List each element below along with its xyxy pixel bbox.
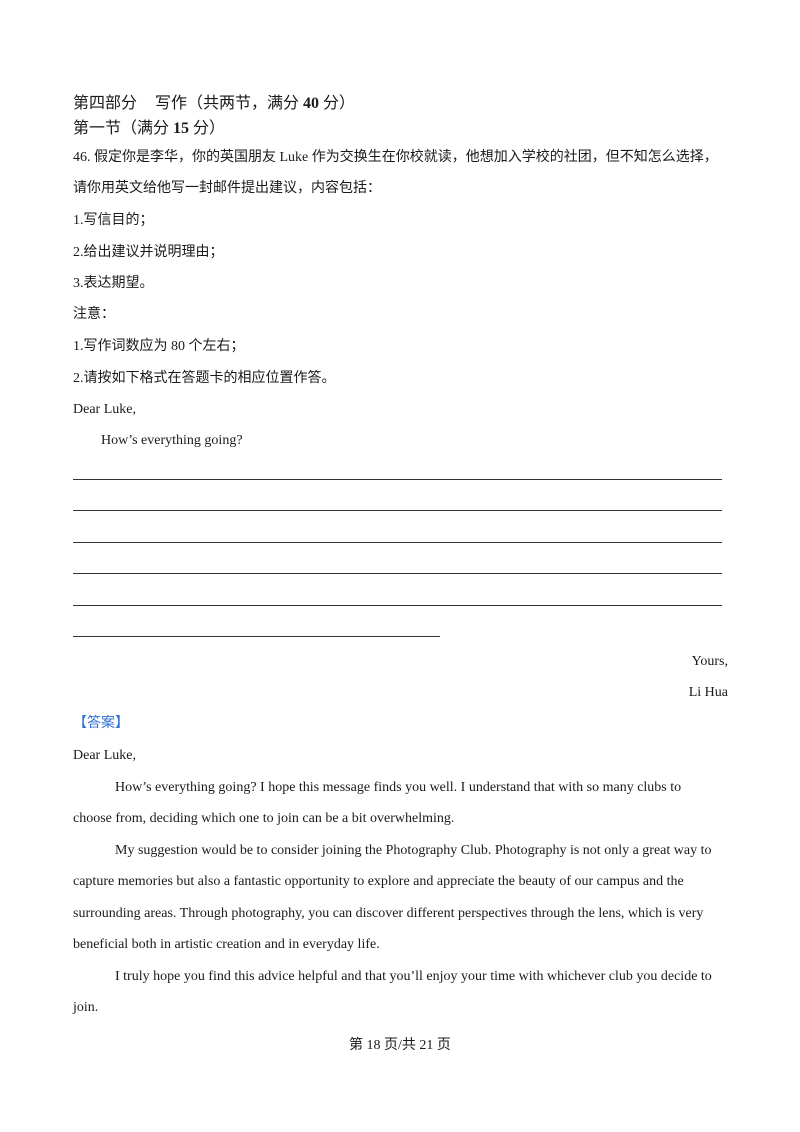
question-point-1: 1.写信目的； [73, 213, 154, 228]
writing-line [73, 542, 722, 543]
answer-line: join. [73, 1000, 99, 1015]
note-2: 2.请按如下格式在答题卡的相应位置作答。 [73, 371, 336, 386]
answer-line: How’s everything going? I hope this mess… [115, 780, 682, 795]
part-subtitle-suffix: 分） [319, 95, 356, 112]
letter-signature: Li Hua [688, 685, 728, 700]
answer-line: I truly hope you find this advice helpfu… [115, 969, 712, 984]
part-subtitle-score: 40 [303, 95, 320, 112]
page-number: 第 18 页/共 21 页 [349, 1038, 451, 1053]
answer-salutation: Dear Luke, [73, 748, 136, 763]
sub-title-prefix: 第一节（满分 [73, 120, 174, 137]
question-point-2: 2.给出建议并说明理由； [73, 245, 224, 260]
letter-closing: Yours, [691, 654, 728, 669]
writing-line [73, 605, 722, 606]
question-point-3: 3.表达期望。 [73, 276, 154, 291]
part-subtitle-prefix: 写作（共两节，满分 [155, 95, 304, 112]
part-title: 第四部分写作（共两节，满分 40 分） [73, 94, 355, 114]
answer-line: choose from, deciding which one to join … [73, 811, 455, 826]
writing-line [73, 573, 722, 574]
answer-tag: 【答案】 [73, 716, 129, 731]
part-title-label: 第四部分 [73, 95, 138, 112]
sub-title-suffix: 分） [189, 120, 226, 137]
question-line-1: 46. 假定你是李华，你的英国朋友 Luke 作为交换生在你校就读，他想加入学校… [73, 150, 718, 165]
answer-line: My suggestion would be to consider joini… [115, 843, 712, 858]
writing-line [73, 479, 722, 480]
writing-line-short [73, 636, 440, 637]
answer-line: surrounding areas. Through photography, … [73, 906, 704, 921]
note-label: 注意： [73, 307, 115, 322]
answer-line: capture memories but also a fantastic op… [73, 874, 684, 889]
sub-title: 第一节（满分 15 分） [73, 119, 225, 139]
writing-line [73, 510, 722, 511]
answer-line: beneficial both in artistic creation and… [73, 937, 380, 952]
letter-opening: How’s everything going? [101, 433, 243, 448]
note-1: 1.写作词数应为 80 个左右； [73, 339, 245, 354]
letter-salutation: Dear Luke, [73, 402, 136, 417]
sub-title-score: 15 [173, 120, 190, 137]
question-line-2: 请你用英文给他写一封邮件提出建议，内容包括： [73, 181, 381, 196]
